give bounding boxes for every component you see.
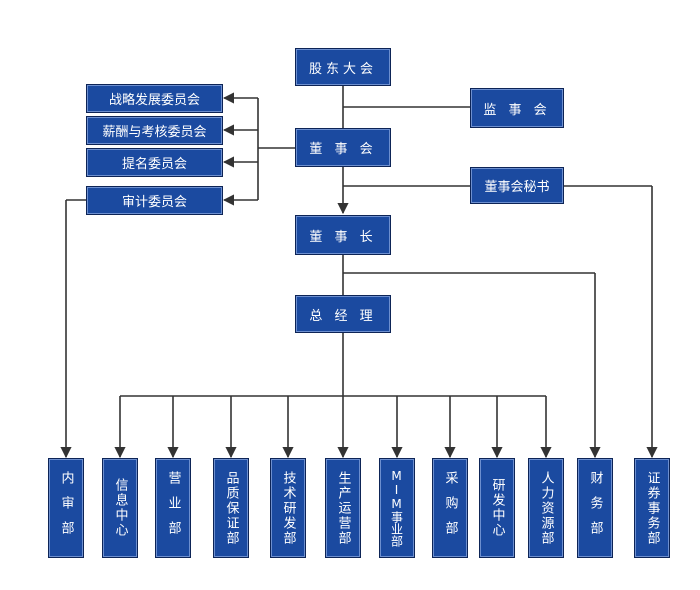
dept-label: 财务部 <box>587 470 603 546</box>
dept-label: 证券事务部 <box>644 470 660 546</box>
dept-internal-audit: 内审部 <box>48 458 84 558</box>
strategy-committee-box: 战略发展委员会 <box>86 84 223 113</box>
nomination-committee-box: 提名委员会 <box>86 148 223 177</box>
dept-label: 品质保证部 <box>223 470 239 546</box>
committee-label: 战略发展委员会 <box>108 93 200 108</box>
dept-rnd-center: 研发中心 <box>479 458 515 558</box>
board-secretary-box: 董事会秘书 <box>470 167 564 204</box>
committee-label: 提名委员会 <box>121 157 187 172</box>
dept-mim-division: MIM事业部 <box>379 458 415 558</box>
shareholders-label: 股东大会 <box>308 61 377 77</box>
dept-label: 采购部 <box>442 470 458 546</box>
audit-committee-box: 审计委员会 <box>86 186 223 215</box>
dept-label: 营业部 <box>165 470 181 546</box>
dept-procurement: 采购部 <box>432 458 468 558</box>
dept-label: 人力资源部 <box>538 470 554 546</box>
shareholders-box: 股东大会 <box>295 48 391 86</box>
dept-information-center: 信息中心 <box>102 458 138 558</box>
dept-human-resources: 人力资源部 <box>528 458 564 558</box>
dept-label: 技术研发部 <box>280 470 296 546</box>
dept-finance: 财务部 <box>577 458 613 558</box>
board-secretary-label: 董事会秘书 <box>484 180 550 195</box>
general-manager-label: 总 经 理 <box>309 308 377 324</box>
board-of-directors-box: 董 事 会 <box>295 128 391 167</box>
supervisory-board-label: 监 事 会 <box>483 102 551 118</box>
dept-production-ops: 生产运营部 <box>325 458 361 558</box>
chairman-label: 董 事 长 <box>309 229 377 245</box>
dept-sales: 营业部 <box>155 458 191 558</box>
board-of-directors-label: 董 事 会 <box>309 142 377 157</box>
compensation-committee-box: 薪酬与考核委员会 <box>86 116 223 145</box>
supervisory-board-box: 监 事 会 <box>470 88 564 128</box>
dept-label: 内审部 <box>58 470 74 546</box>
committee-label: 审计委员会 <box>121 195 187 210</box>
dept-label: 生产运营部 <box>335 470 351 546</box>
dept-quality-assurance: 品质保证部 <box>213 458 249 558</box>
dept-label: 研发中心 <box>489 478 505 538</box>
chairman-box: 董 事 长 <box>295 215 391 255</box>
general-manager-box: 总 经 理 <box>295 295 391 333</box>
dept-label: MIM事业部 <box>389 469 404 547</box>
dept-label: 信息中心 <box>112 478 128 538</box>
dept-tech-rnd: 技术研发部 <box>270 458 306 558</box>
dept-securities-affairs: 证券事务部 <box>634 458 670 558</box>
committee-label: 薪酬与考核委员会 <box>102 125 207 140</box>
